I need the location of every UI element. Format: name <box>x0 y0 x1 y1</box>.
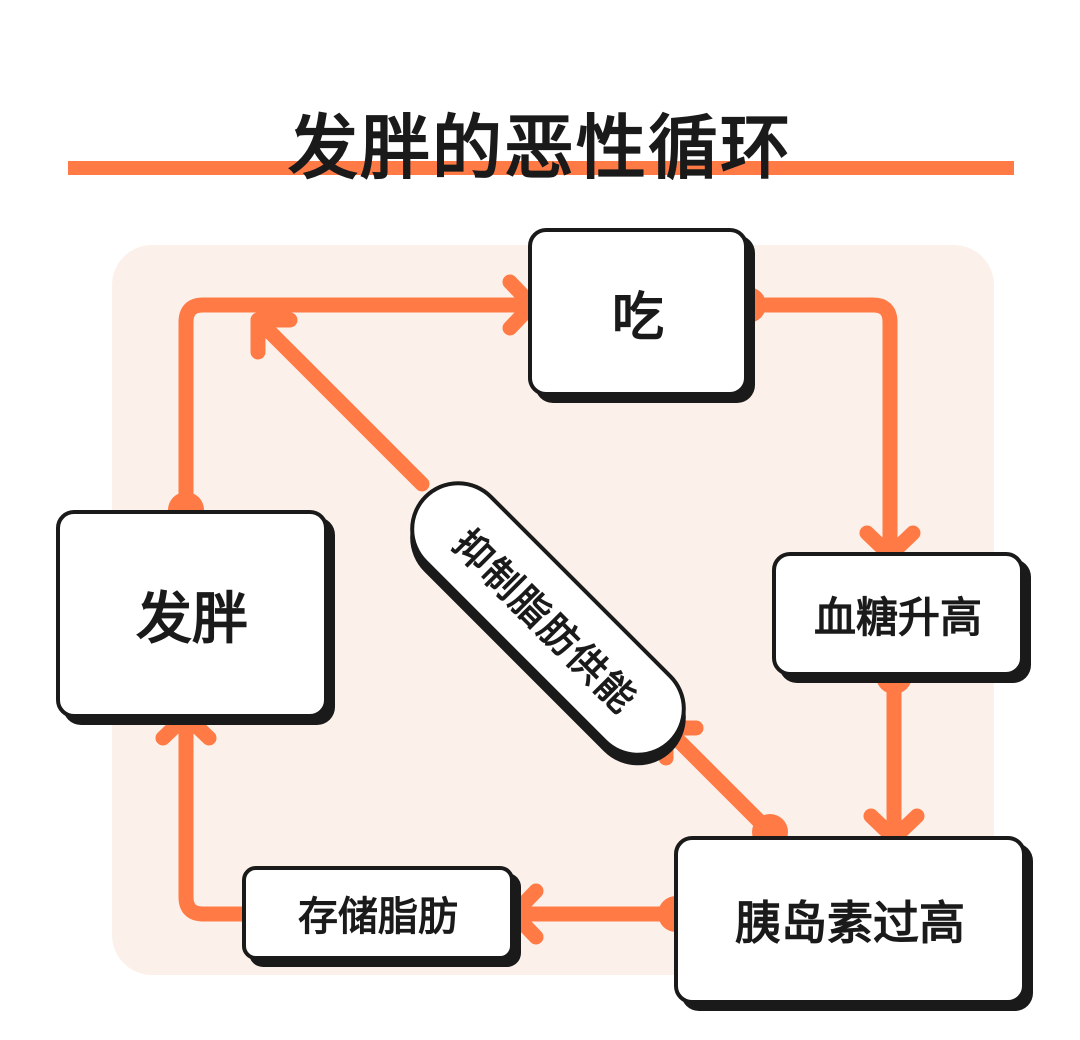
arrowhead-to-loop <box>250 312 298 360</box>
node-fat: 发胖 <box>56 510 328 718</box>
node-store-fat-label: 存储脂肪 <box>298 894 458 940</box>
connector-fat-to-eat <box>178 297 540 518</box>
node-blood-sugar: 血糖升高 <box>772 552 1024 676</box>
node-insulin-label: 胰岛素过高 <box>735 896 965 950</box>
node-store-fat: 存储脂肪 <box>242 866 514 960</box>
diagram-title: 发胖的恶性循环 <box>288 107 792 189</box>
connector-suppress-to-loop <box>250 312 430 492</box>
node-eat: 吃 <box>528 228 748 396</box>
node-eat-label: 吃 <box>611 287 664 348</box>
connector-eat-to-sugar <box>740 297 898 563</box>
title-underline <box>68 161 1014 175</box>
connector-insulin-to-suppress <box>658 720 778 840</box>
arrowhead-to-store <box>506 883 544 945</box>
node-insulin: 胰岛素过高 <box>674 836 1026 1004</box>
node-blood-sugar-label: 血糖升高 <box>813 592 982 642</box>
node-fat-label: 发胖 <box>136 586 248 652</box>
connector-store-to-fat <box>178 708 252 922</box>
